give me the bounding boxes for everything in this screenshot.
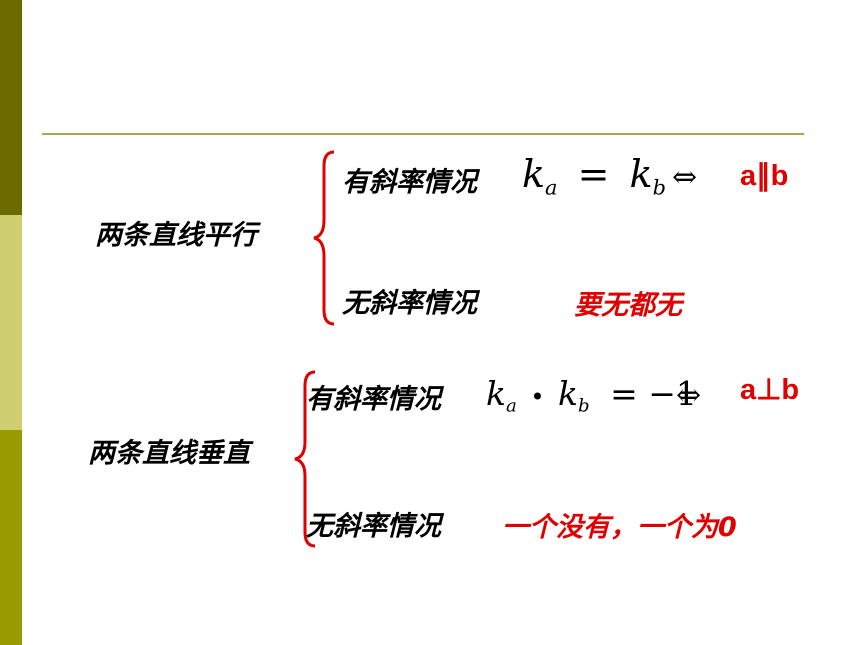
title-divider — [42, 133, 804, 135]
parallel-label: 两条直线平行 — [95, 220, 257, 251]
parallel-relation: a∥b — [740, 160, 789, 192]
formula-k-b: k — [629, 152, 653, 196]
formula-equals-minus-one: = −1 — [610, 374, 697, 413]
perpendicular-slope-formula: ka • kb = −1 — [486, 374, 697, 416]
side-bar-top — [0, 0, 22, 215]
perpendicular-label: 两条直线垂直 — [88, 438, 250, 469]
formula-sub-b: b — [577, 395, 590, 417]
side-bar-bottom — [0, 430, 22, 645]
parallel-no-slope-condition: 要无都无 — [574, 290, 682, 321]
formula-k-a: k — [486, 374, 506, 413]
formula-dot: • — [530, 383, 545, 411]
parallel-no-slope-label: 无斜率情况 — [342, 288, 477, 319]
perpendicular-iff-arrow: ⇔ — [676, 378, 702, 413]
parallel-slope-formula: ka = kb — [522, 152, 666, 199]
perpendicular-relation: a⊥b — [740, 374, 800, 406]
parallel-iff-arrow: ⇔ — [672, 160, 698, 195]
perpendicular-brace — [294, 370, 316, 548]
formula-sub-a: a — [545, 175, 558, 200]
side-bar-middle — [0, 215, 22, 430]
formula-k-a: k — [522, 152, 546, 196]
formula-k-b: k — [557, 374, 578, 413]
parallel-has-slope-label: 有斜率情况 — [342, 167, 477, 198]
perpendicular-no-slope-label: 无斜率情况 — [306, 511, 441, 542]
formula-equals: = — [577, 152, 610, 196]
formula-sub-b: b — [652, 175, 666, 200]
parallel-brace — [313, 150, 335, 326]
perpendicular-no-slope-condition: 一个没有，一个为0 — [502, 512, 737, 543]
formula-sub-a: a — [506, 395, 517, 417]
perpendicular-has-slope-label: 有斜率情况 — [306, 384, 441, 415]
